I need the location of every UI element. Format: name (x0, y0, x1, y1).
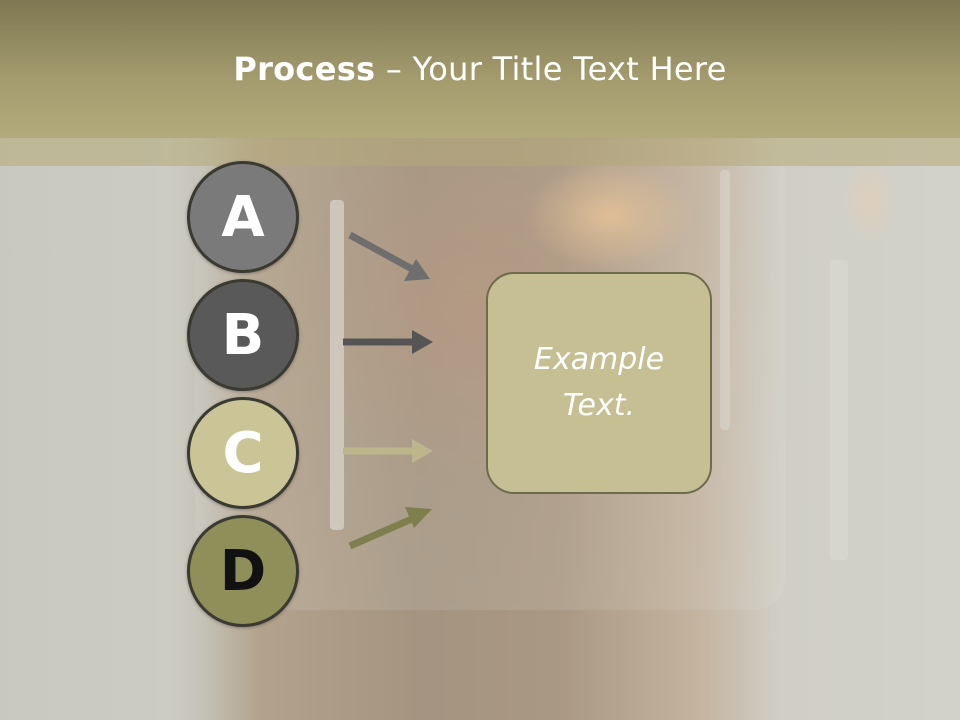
example-text: Example Text. (533, 342, 665, 423)
step-circle-a: A (187, 161, 299, 273)
title-bold-part: Process (233, 50, 376, 88)
title-band (0, 0, 960, 138)
step-circle-b: B (187, 279, 299, 391)
example-text-box: Example Text. (486, 272, 712, 494)
step-circle-d: D (187, 515, 299, 627)
title-rest-part: – Your Title Text Here (375, 50, 727, 88)
title-band-shadow (0, 138, 960, 166)
arrow-d (348, 507, 432, 550)
arrow-c (343, 439, 433, 463)
arrow-b (343, 330, 433, 354)
slide-title: Process – Your Title Text Here (0, 50, 960, 88)
step-circle-c: C (187, 397, 299, 509)
arrow-a (348, 231, 430, 281)
